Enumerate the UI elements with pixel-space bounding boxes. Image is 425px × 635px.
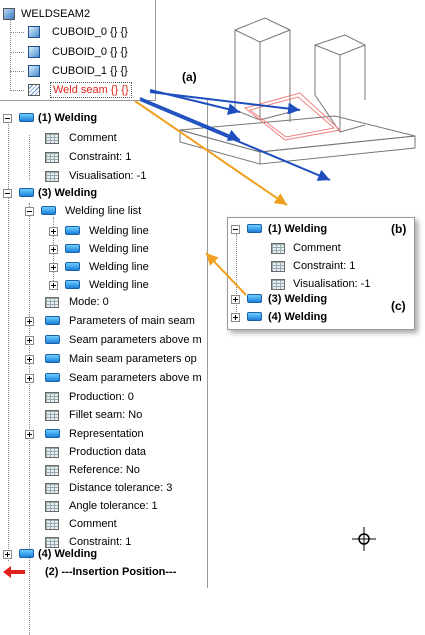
expand-toggle[interactable] — [25, 336, 34, 345]
arrow-left-icon — [3, 566, 25, 578]
folder-icon — [19, 188, 34, 197]
attribute-icon — [45, 519, 59, 530]
folder-icon — [247, 312, 262, 321]
collapse-toggle[interactable] — [231, 225, 240, 234]
crosshair-icon — [352, 527, 376, 551]
expand-toggle[interactable] — [25, 355, 34, 364]
collapse-toggle[interactable] — [25, 207, 34, 216]
attribute-icon — [45, 392, 59, 403]
folder-icon — [45, 429, 60, 438]
attribute-icon — [45, 465, 59, 476]
top-panel-border — [0, 0, 156, 101]
folder-icon — [65, 280, 80, 289]
callout-c: (c) — [391, 299, 406, 313]
expand-toggle[interactable] — [231, 313, 240, 322]
attribute-icon — [271, 279, 285, 290]
expand-toggle[interactable] — [25, 317, 34, 326]
expand-toggle[interactable] — [49, 245, 58, 254]
attribute-icon — [45, 171, 59, 182]
attribute-icon — [45, 297, 59, 308]
expand-toggle[interactable] — [25, 430, 34, 439]
callout-b: (b) — [391, 222, 407, 236]
expand-toggle[interactable] — [231, 295, 240, 304]
expand-toggle[interactable] — [49, 263, 58, 272]
folder-icon — [45, 373, 60, 382]
attribute-icon — [45, 501, 59, 512]
expand-toggle[interactable] — [3, 550, 12, 559]
folder-icon — [45, 335, 60, 344]
attribute-icon — [45, 537, 59, 548]
expand-toggle[interactable] — [25, 374, 34, 383]
folder-icon — [45, 316, 60, 325]
folder-icon — [45, 354, 60, 363]
tree-panel-border — [0, 100, 208, 588]
attribute-icon — [45, 152, 59, 163]
root-label: WELDSEAM2 — [21, 8, 91, 20]
main-tree: (1) Welding Comment Constraint: 1 Visual… — [0, 105, 207, 635]
callout-a: (a) — [182, 70, 197, 84]
folder-icon — [19, 113, 34, 122]
folder-icon — [65, 226, 80, 235]
folder-icon — [65, 244, 80, 253]
folder-icon — [41, 206, 56, 215]
collapse-toggle[interactable] — [3, 189, 12, 198]
folder-icon — [247, 224, 262, 233]
attribute-icon — [45, 410, 59, 421]
folder-icon — [247, 294, 262, 303]
attribute-icon — [45, 483, 59, 494]
cuboid-icon — [28, 46, 40, 58]
top-tree: WELDSEAM2 CUBOID_0 {} {} CUBOID_0 {} {} … — [0, 0, 155, 100]
weld-seam-icon — [28, 84, 40, 96]
expand-toggle[interactable] — [49, 281, 58, 290]
attribute-icon — [45, 133, 59, 144]
collapse-toggle[interactable] — [3, 114, 12, 123]
attribute-icon — [271, 243, 285, 254]
attribute-icon — [45, 447, 59, 458]
popup-tree-panel: (1) Welding Comment Constraint: 1 Visual… — [227, 217, 415, 330]
folder-icon — [19, 549, 34, 558]
attribute-icon — [271, 261, 285, 272]
assembly-icon — [3, 8, 15, 20]
folder-icon — [65, 262, 80, 271]
cuboid-icon — [28, 65, 40, 77]
cuboid-icon — [28, 26, 40, 38]
expand-toggle[interactable] — [49, 227, 58, 236]
